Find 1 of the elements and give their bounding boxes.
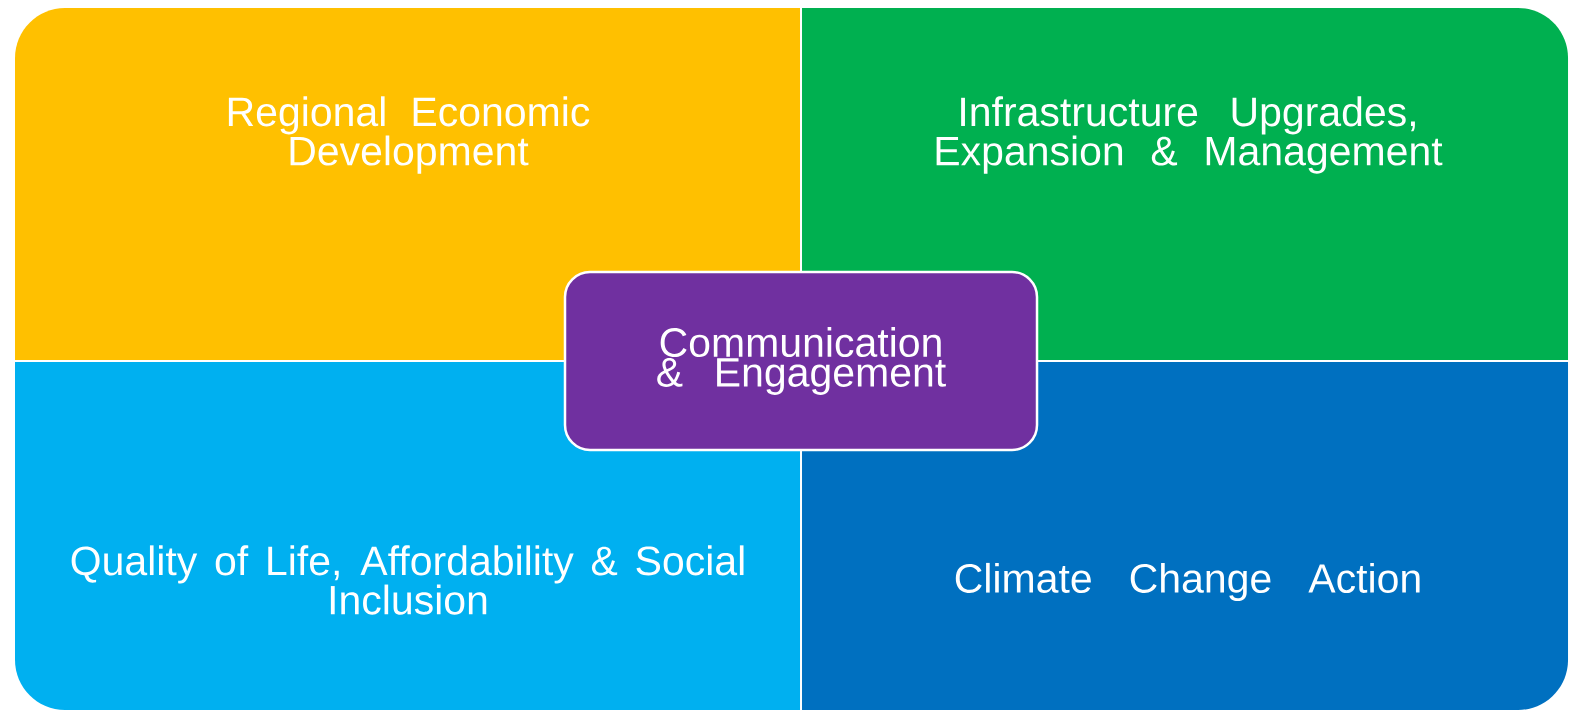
center-box: Communication & Engagement (563, 270, 1039, 452)
